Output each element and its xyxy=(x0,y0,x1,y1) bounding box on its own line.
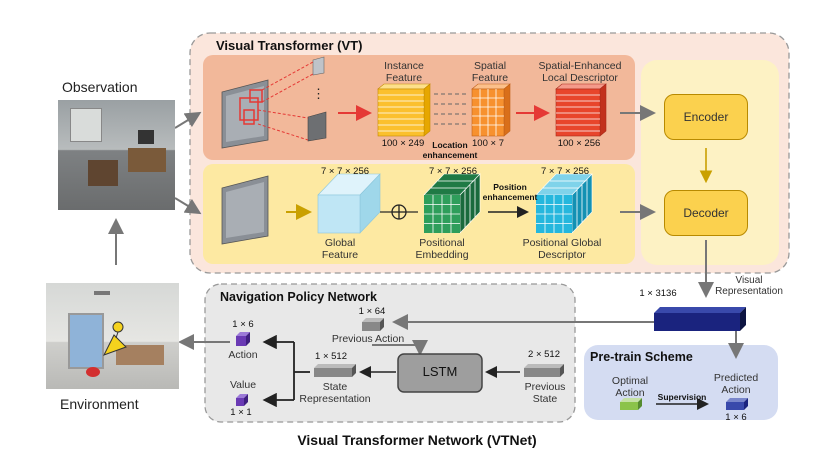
visual-rep-dim: 1 × 3136 xyxy=(639,288,677,299)
positional-embedding-cube xyxy=(423,173,481,234)
vtnet-title: Visual Transformer Network (VTNet) xyxy=(297,432,537,448)
vt-title: Visual Transformer (VT) xyxy=(216,38,363,53)
crop-dots: ⋮ xyxy=(312,86,325,101)
local-descriptor-block xyxy=(555,83,607,137)
visual-representation-bar xyxy=(654,307,746,331)
previous-state-bar xyxy=(524,364,564,377)
lstm-box xyxy=(397,353,483,393)
supervision-label: Supervision xyxy=(657,392,707,402)
observation-image xyxy=(58,100,175,210)
action-dim: 1 × 6 xyxy=(232,319,254,330)
spatial-feature-dim: 100 × 7 xyxy=(472,138,504,149)
pgd-dim: 7 × 7 × 256 xyxy=(540,166,590,177)
bottom-branch-box xyxy=(203,164,635,264)
environment-label: Environment xyxy=(60,396,139,412)
decoder-block: Decoder xyxy=(664,190,748,236)
predicted-action-bar xyxy=(726,398,748,410)
optimal-action-bar xyxy=(620,398,642,410)
positional-embedding-dim: 7 × 7 × 256 xyxy=(428,166,478,177)
local-descriptor-dim: 100 × 256 xyxy=(557,138,601,149)
observation-label: Observation xyxy=(62,79,138,95)
instance-feature-block xyxy=(377,83,431,137)
prev-state-dim: 2 × 512 xyxy=(528,349,560,360)
action-cube xyxy=(236,332,250,346)
state-dim: 1 × 512 xyxy=(315,351,347,362)
lstm-label: LSTM xyxy=(422,364,458,379)
value-dim: 1 × 1 xyxy=(230,407,252,418)
global-feature-cube xyxy=(317,173,381,234)
crop-thumbnail-1 xyxy=(312,56,325,76)
global-feature-dim: 7 × 7 × 256 xyxy=(320,166,370,177)
action-label: Action xyxy=(228,349,258,361)
environment-image xyxy=(46,283,179,389)
prev-action-dim: 1 × 64 xyxy=(358,306,386,317)
prev-action-label: Previous Action xyxy=(331,333,405,345)
instance-feature-dim: 100 × 249 xyxy=(381,138,425,149)
pretrain-title: Pre-train Scheme xyxy=(590,350,693,364)
predicted-action-dim: 1 × 6 xyxy=(725,412,747,423)
nav-title: Navigation Policy Network xyxy=(220,290,377,304)
value-label: Value xyxy=(229,379,257,391)
value-cube xyxy=(236,394,248,406)
encoder-block: Encoder xyxy=(664,94,748,140)
spatial-feature-block xyxy=(471,83,511,137)
positional-global-descriptor-cube xyxy=(535,173,593,234)
previous-action-bar xyxy=(362,318,384,331)
crop-thumbnail-2 xyxy=(307,111,327,142)
state-representation-bar xyxy=(314,364,356,377)
